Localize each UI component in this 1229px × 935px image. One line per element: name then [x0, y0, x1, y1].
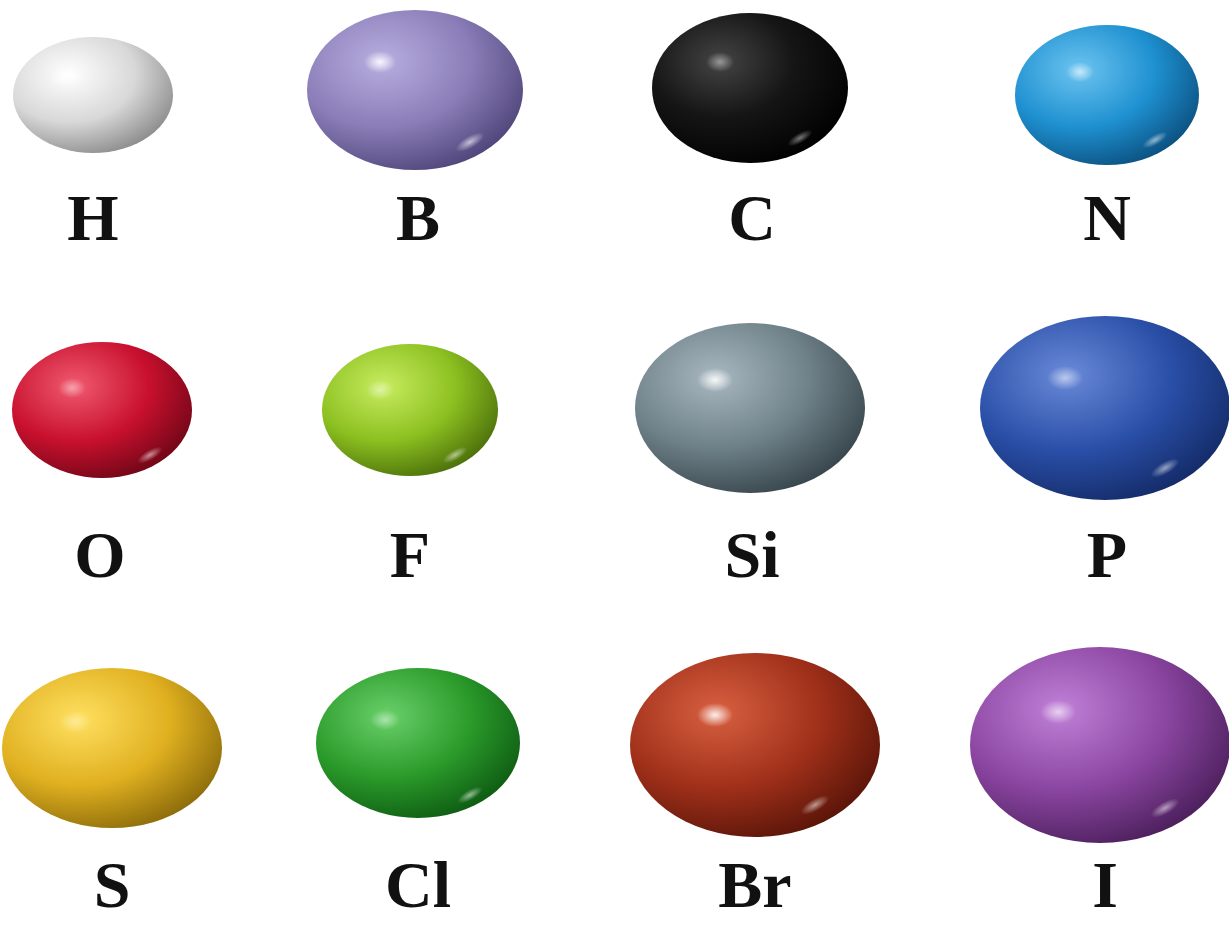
- element-symbol: C: [728, 185, 776, 251]
- element-symbol: P: [1087, 522, 1127, 588]
- element-symbol: Br: [718, 852, 791, 918]
- element-symbol: H: [67, 185, 118, 251]
- element-symbol: S: [94, 852, 131, 918]
- element-symbol: N: [1083, 185, 1131, 251]
- element-symbol: Si: [724, 522, 779, 588]
- element-symbol: Cl: [385, 852, 451, 918]
- sphere-highlight: [49, 51, 1182, 821]
- atom-sphere: [2, 10, 1229, 843]
- element-symbol: O: [74, 522, 125, 588]
- element-symbol: B: [396, 185, 440, 251]
- element-symbol: F: [390, 522, 430, 588]
- element-symbol: I: [1092, 852, 1118, 918]
